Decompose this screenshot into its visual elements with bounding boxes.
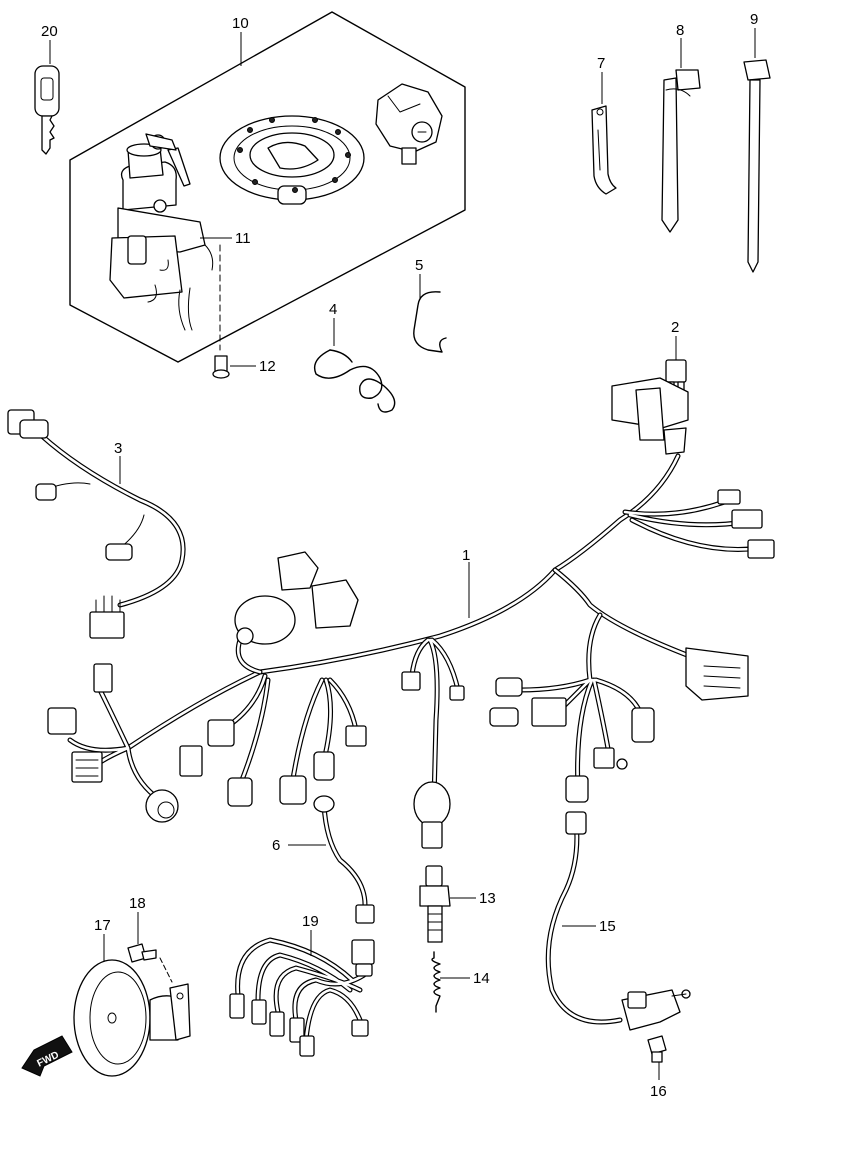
cable-tie-part-9 [743, 59, 771, 273]
callout-5: 5 [415, 257, 423, 274]
lead-wire-part-6 [313, 795, 375, 924]
callout-12: 12 [259, 358, 276, 375]
callout-8: 8 [676, 22, 684, 39]
clamp-part-8 [661, 69, 701, 233]
callout-19: 19 [302, 913, 319, 930]
callout-1: 1 [462, 547, 470, 564]
horn-part-17 [73, 957, 191, 1077]
main-harness-part-1 [47, 377, 775, 849]
key-part-20 [34, 65, 60, 155]
fwd-arrow-icon: FWD [21, 1035, 73, 1077]
callout-16: 16 [650, 1083, 667, 1100]
seat-lock [375, 83, 443, 165]
callout-labels: 1 2 3 4 5 6 7 8 9 10 11 12 13 14 15 16 1… [41, 11, 758, 1100]
callout-3: 3 [114, 440, 122, 457]
leader-lines [49, 28, 756, 1080]
callout-10: 10 [232, 15, 249, 32]
callout-20: 20 [41, 23, 58, 40]
lead-wire-set-part-19 [229, 937, 375, 1057]
clamp-part-7 [591, 105, 617, 195]
switch-part-13 [419, 865, 451, 943]
callout-15: 15 [599, 918, 616, 935]
screw-part-12 [212, 244, 230, 379]
callout-2: 2 [671, 319, 679, 336]
screw-part-16 [647, 1035, 667, 1063]
callout-13: 13 [479, 890, 496, 907]
side-stand-switch-part-15 [545, 811, 691, 1031]
callout-6: 6 [272, 837, 280, 854]
spring-clip-part-4 [313, 349, 396, 413]
callout-11: 11 [235, 230, 251, 247]
lock-set-part-10 [69, 11, 466, 363]
callout-7: 7 [597, 55, 605, 72]
callout-4: 4 [329, 301, 337, 318]
bolt-part-18 [127, 943, 157, 963]
sub-harness-part-3 [7, 409, 186, 639]
callout-18: 18 [129, 895, 146, 912]
callout-17: 17 [94, 917, 111, 934]
ignition-switch-part-11 [109, 133, 214, 331]
spring-part-14 [431, 951, 441, 1013]
clip-part-5 [413, 291, 447, 353]
callout-14: 14 [473, 970, 490, 987]
fuel-cap [219, 115, 365, 205]
callout-9: 9 [750, 11, 758, 28]
